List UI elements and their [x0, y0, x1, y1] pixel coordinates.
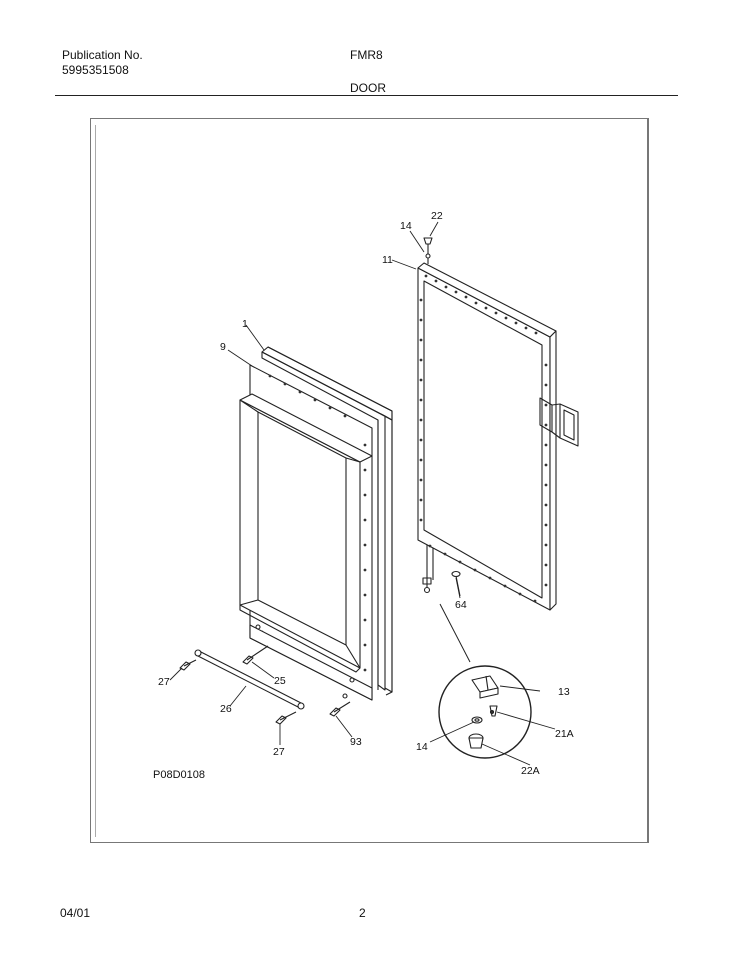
callout-1: 1	[242, 318, 248, 330]
callout-9: 9	[220, 341, 226, 353]
callout-25: 25	[274, 675, 286, 687]
callout-14-top: 14	[400, 220, 412, 232]
door-gasket-drawing	[417, 237, 579, 611]
door-panel-drawing	[239, 346, 393, 701]
callout-64: 64	[455, 599, 467, 611]
callout-26: 26	[220, 703, 232, 715]
callout-93: 93	[350, 736, 362, 748]
leader-lines	[169, 221, 556, 766]
model-number: FMR8	[350, 48, 383, 62]
footer-date: 04/01	[60, 906, 91, 920]
callout-27-left: 27	[158, 676, 170, 688]
diagram-frame	[90, 118, 649, 843]
diagram-frame-inner-edge	[95, 125, 96, 837]
callout-27-bottom: 27	[273, 746, 285, 758]
callout-22a: 22A	[521, 765, 540, 777]
diagram-code: P08D0108	[153, 769, 205, 781]
page-number: 2	[359, 906, 366, 920]
callout-22-top: 22	[431, 210, 443, 222]
section-title: DOOR	[350, 81, 386, 95]
callout-11: 11	[382, 254, 393, 266]
rail-drawing	[179, 645, 351, 725]
callout-13: 13	[558, 686, 570, 698]
callout-14-detail: 14	[416, 741, 428, 753]
publication-number: 5995351508	[62, 63, 129, 77]
callout-21a: 21A	[555, 728, 574, 740]
publication-label: Publication No.	[62, 48, 143, 62]
header-divider	[55, 95, 678, 96]
hinge-detail-drawing	[438, 603, 532, 759]
